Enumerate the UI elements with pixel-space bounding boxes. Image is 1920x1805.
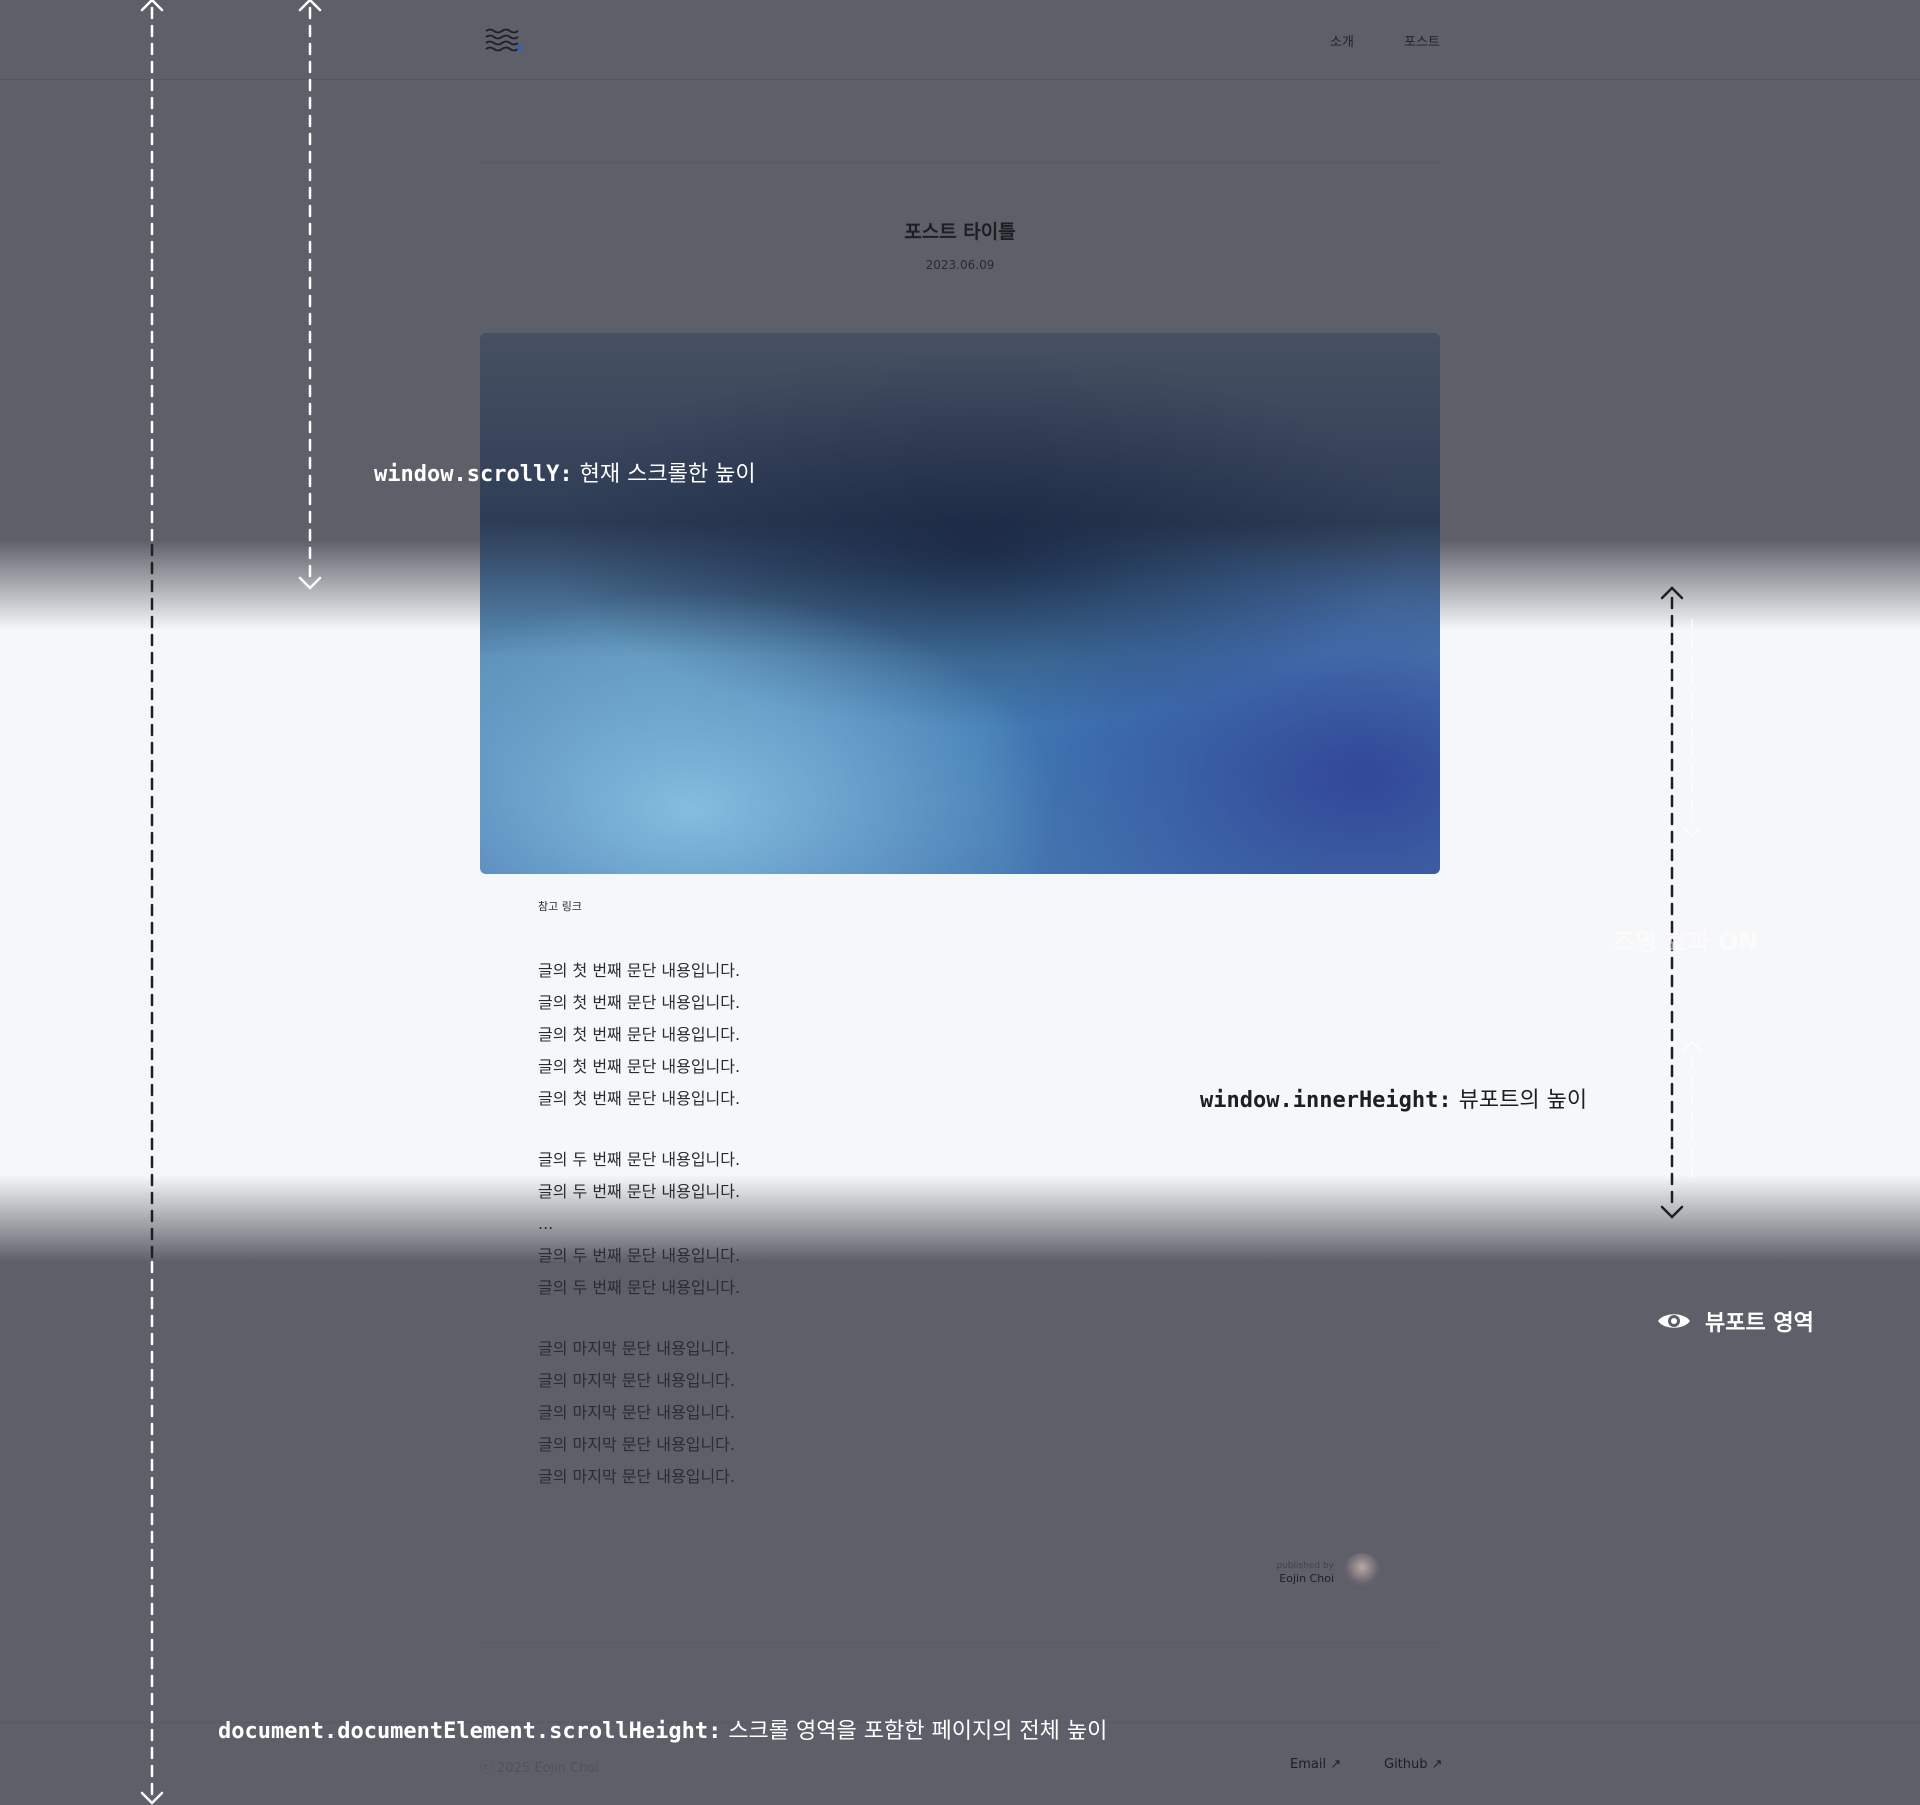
paragraph-line: 글의 마지막 문단 내용입니다.: [538, 1467, 735, 1486]
content-divider-top: [480, 162, 1440, 163]
wave-logo-icon[interactable]: [484, 27, 524, 53]
paragraph-1: 글의 첫 번째 문단 내용입니다. 글의 첫 번째 문단 내용입니다. 글의 첫…: [538, 955, 740, 1115]
ghost-arrow: [1683, 619, 1701, 1181]
paragraph-line: 글의 첫 번째 문단 내용입니다.: [538, 1089, 741, 1108]
paragraph-line: 글의 마지막 문단 내용입니다.: [538, 1339, 735, 1358]
scroll-y-arrow: [298, 0, 322, 590]
inner-height-code: window.innerHeight:: [1200, 1088, 1452, 1113]
paragraph-line: 글의 마지막 문단 내용입니다.: [538, 1403, 735, 1422]
paragraph-line: 글의 첫 번째 문단 내용입니다.: [538, 993, 741, 1012]
scroll-height-annotation: document.documentElement.scrollHeight: 스…: [218, 1713, 1107, 1745]
reference-link[interactable]: 참고 링크: [538, 900, 582, 913]
paragraph-line: 글의 두 번째 문단 내용입니다.: [538, 1150, 741, 1169]
hero-dim-overlay: [480, 333, 1440, 573]
scroll-height-arrow: [140, 0, 164, 1805]
author-info: published by Eojin Choi: [1276, 1561, 1334, 1585]
scroll-height-desc: 스크롤 영역을 포함한 페이지의 전체 높이: [721, 1719, 1108, 1744]
paragraph-line: ...: [538, 1214, 554, 1233]
scroll-y-desc: 현재 스크롤한 높이: [572, 462, 756, 487]
inner-height-arrow: [1660, 586, 1684, 1219]
copyright: ⓒ 2025 Eojin Choi: [480, 1761, 599, 1776]
inner-height-annotation: window.innerHeight: 뷰포트의 높이: [1200, 1082, 1587, 1114]
content-divider-bottom: [480, 1642, 1440, 1643]
viewport-legend: 뷰포트 영역: [1657, 1305, 1814, 1337]
scroll-height-code: document.documentElement.scrollHeight:: [218, 1719, 722, 1744]
inner-height-desc: 뷰포트의 높이: [1451, 1088, 1588, 1113]
paragraph-line: 글의 두 번째 문단 내용입니다.: [538, 1246, 741, 1265]
nav-about[interactable]: 소개: [1330, 35, 1354, 50]
post-date: 2023.06.09: [925, 258, 995, 272]
scroll-y-code: window.scrollY:: [374, 462, 573, 487]
github-link[interactable]: Github ↗: [1384, 1757, 1443, 1772]
author-name: Eojin Choi: [1279, 1572, 1334, 1585]
paragraph-3: 글의 마지막 문단 내용입니다. 글의 마지막 문단 내용입니다. 글의 마지막…: [538, 1333, 735, 1493]
nav-posts[interactable]: 포스트: [1404, 35, 1440, 50]
hero-image: [480, 333, 1440, 874]
scroll-y-annotation: window.scrollY: 현재 스크롤한 높이: [374, 456, 756, 488]
paragraph-line: 글의 두 번째 문단 내용입니다.: [538, 1278, 741, 1297]
faint-lighting-label: 조명 효과 ON: [1613, 928, 1759, 956]
email-link[interactable]: Email ↗: [1290, 1757, 1342, 1772]
viewport-label: 뷰포트 영역: [1705, 1311, 1814, 1336]
site-header: 소개 포스트: [0, 0, 1920, 80]
paragraph-line: 글의 두 번째 문단 내용입니다.: [538, 1182, 741, 1201]
paragraph-line: 글의 첫 번째 문단 내용입니다.: [538, 1025, 741, 1044]
paragraph-line: 글의 마지막 문단 내용입니다.: [538, 1435, 735, 1454]
eye-icon: [1658, 1314, 1690, 1328]
post-title: 포스트 타이틀: [904, 221, 1016, 243]
author-by-label: published by: [1276, 1561, 1334, 1571]
footer-divider: [0, 1722, 1920, 1723]
paragraph-line: 글의 첫 번째 문단 내용입니다.: [538, 961, 741, 980]
avatar: [1344, 1553, 1380, 1589]
paragraph-line: 글의 마지막 문단 내용입니다.: [538, 1371, 735, 1390]
paragraph-line: 글의 첫 번째 문단 내용입니다.: [538, 1057, 741, 1076]
paragraph-2: 글의 두 번째 문단 내용입니다. 글의 두 번째 문단 내용입니다. ... …: [538, 1144, 740, 1304]
